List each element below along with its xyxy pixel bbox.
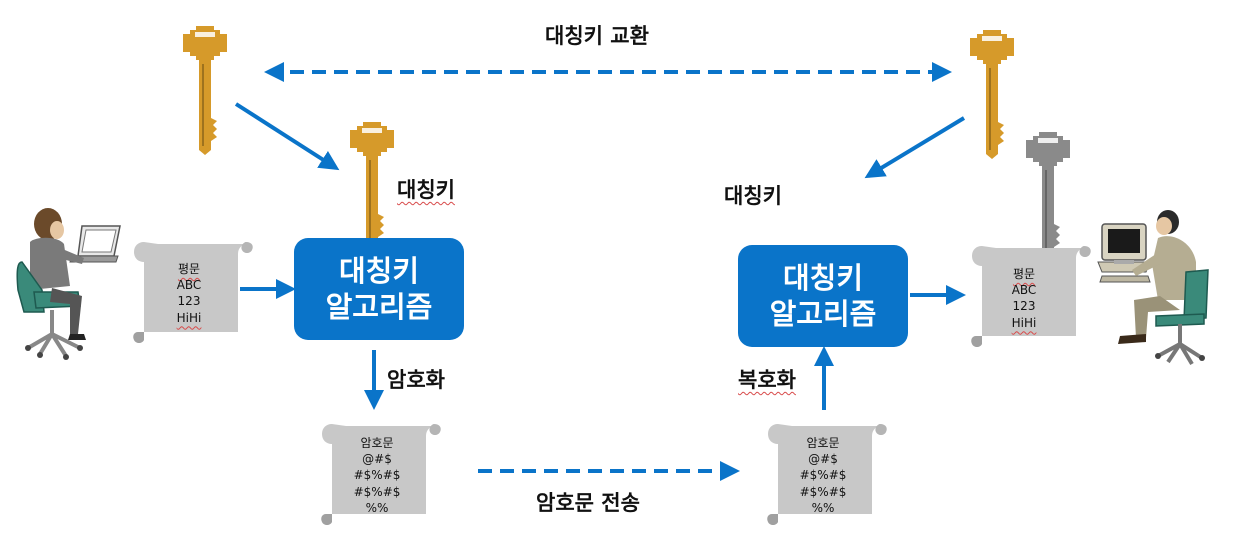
- sender-person-icon: [16, 208, 121, 360]
- algorithm-box-left-line2: 알고리즘: [325, 290, 433, 324]
- plaintext-left-line: 평문: [177, 262, 201, 276]
- plaintext-left-line: ABC: [176, 278, 202, 293]
- ciphertext-left-text: 암호문 @#$ #$%#$ #$%#$ %%: [342, 435, 412, 516]
- ciphertext-left-line: #$%#$: [353, 468, 401, 483]
- plaintext-right-line: ABC: [1011, 283, 1037, 298]
- plaintext-right-text: 평문 ABC 123 HiHi: [989, 266, 1059, 331]
- symmetric-algorithm-box-right: 대칭키 알고리즘: [738, 245, 908, 347]
- ciphertext-right-text: 암호문 @#$ #$%#$ #$%#$ %%: [788, 435, 858, 516]
- ciphertext-left-line: #$%#$: [353, 484, 401, 499]
- ciphertext-right-line: 암호문: [806, 436, 840, 450]
- encrypt-label: 암호화: [387, 368, 445, 392]
- plaintext-right-line: 평문: [1012, 267, 1036, 281]
- symmetric-algorithm-box-left: 대칭키 알고리즘: [294, 238, 464, 340]
- algorithm-box-right-line1: 대칭키: [782, 260, 864, 295]
- key-icon-top-right: [969, 29, 1015, 160]
- plaintext-left-line: HiHi: [176, 310, 202, 325]
- symmetric-key-label-right: 대칭키: [724, 184, 782, 208]
- key-icon-top-left: [182, 25, 228, 156]
- ciphertext-left-line: %%: [365, 500, 389, 515]
- plaintext-right-line: HiHi: [1011, 315, 1037, 330]
- plaintext-right-line: 123: [1012, 299, 1036, 314]
- plaintext-left-line: 123: [177, 294, 201, 309]
- key-to-left-arrow: [234, 102, 340, 171]
- plaintext-left-text: 평문 ABC 123 HiHi: [154, 261, 224, 326]
- decrypt-label: 복호화: [738, 368, 796, 392]
- ciphertext-right-line: @#$: [808, 452, 838, 467]
- ciphertext-left-line: @#$: [362, 452, 392, 467]
- ciphertext-right-line: #$%#$: [799, 484, 847, 499]
- key-icon-left: [349, 121, 395, 252]
- ciphertext-left-line: 암호문: [360, 436, 394, 450]
- symmetric-key-label-left: 대칭키: [397, 178, 455, 202]
- algorithm-box-right-line2: 알고리즘: [769, 297, 877, 331]
- key-to-right-arrow: [864, 116, 966, 179]
- ciphertext-right-line: %%: [811, 500, 835, 515]
- key-icon-right-gray: [1025, 131, 1071, 262]
- algorithm-box-left-line1: 대칭키: [338, 253, 420, 288]
- receiver-person-icon: [1097, 210, 1209, 366]
- key-exchange-label: 대칭키 교환: [545, 24, 649, 48]
- send-ciphertext-label: 암호문 전송: [536, 491, 640, 515]
- ciphertext-right-line: #$%#$: [799, 468, 847, 483]
